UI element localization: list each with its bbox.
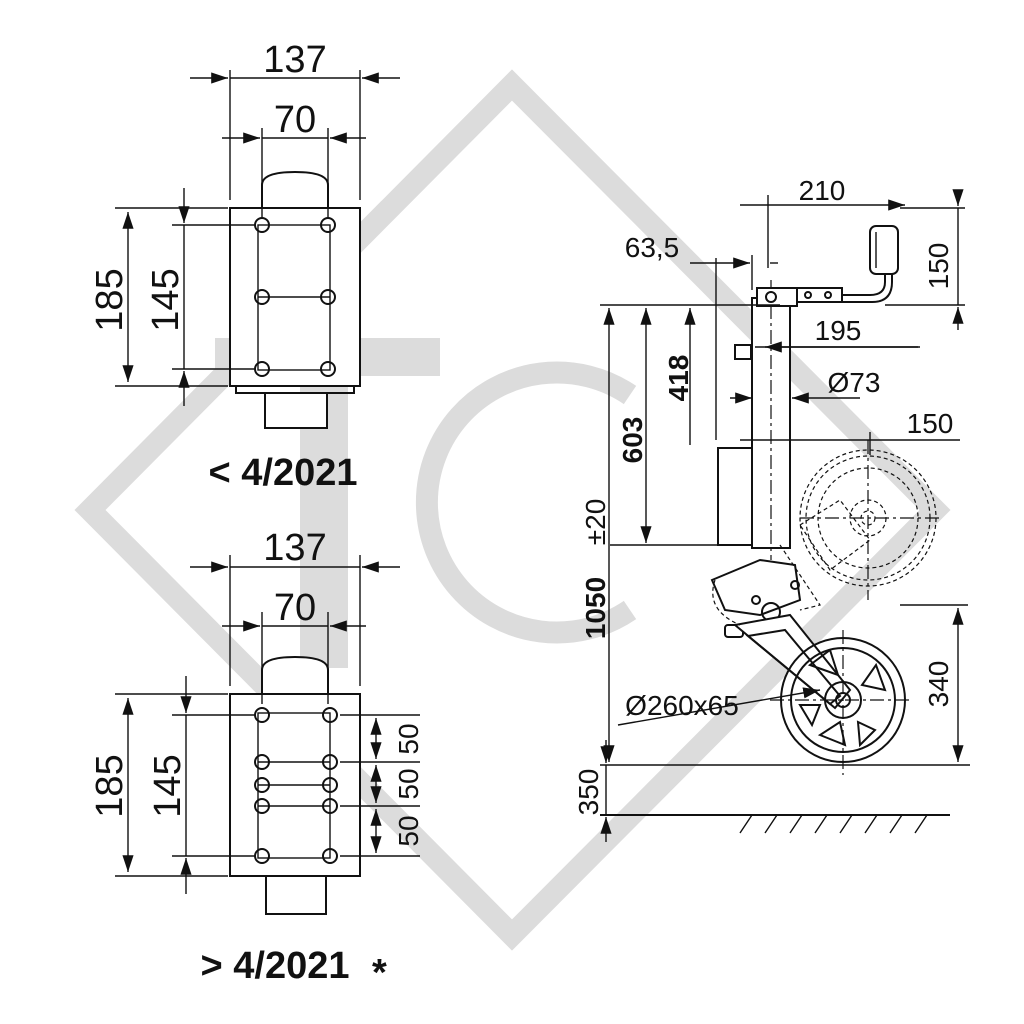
ground-hatch [739,814,928,834]
top-view-new [115,555,420,915]
dim-stroke: 418 [663,355,694,402]
caption-after-2021: > 4/2021 [201,945,350,987]
dim-height-bolt-new: 145 [147,754,189,817]
dim-crank-offset: 210 [799,175,846,206]
watermark-logo [74,69,951,951]
dim-spacing-1: 50 [393,723,424,754]
dim-width-outer-old: 137 [263,39,326,81]
dim-tube-diameter: Ø73 [828,367,881,398]
dim-wheel-spec: Ø260x65 [625,690,739,721]
dim-width-bolt-old: 70 [274,99,316,141]
dim-total-height: 1050 [580,577,611,639]
dim-tube-offset: 63,5 [625,232,680,263]
dim-height-bolt-old: 145 [145,268,187,331]
dim-spacing-2: 50 [393,768,424,799]
dim-height-outer-old: 185 [89,268,131,331]
dim-crank-height: 150 [923,243,954,290]
dim-clamp-height: 603 [617,417,648,464]
caption-before-2021: < 4/2021 [209,452,358,494]
dim-bracket-width: 150 [907,408,954,439]
dim-spacing-3: 50 [393,815,424,846]
dim-ground-gap: 350 [573,769,604,816]
dim-total-tolerance: ±20 [580,499,611,546]
dim-height-outer-new: 185 [89,754,131,817]
caption-asterisk: * [372,952,387,994]
top-view-old [115,70,400,429]
dim-width-outer-new: 137 [263,527,326,569]
side-view [600,189,970,842]
dim-width-bolt-new: 70 [274,587,316,629]
dim-axle-height: 340 [923,661,954,708]
dim-crank-reach: 195 [815,315,862,346]
